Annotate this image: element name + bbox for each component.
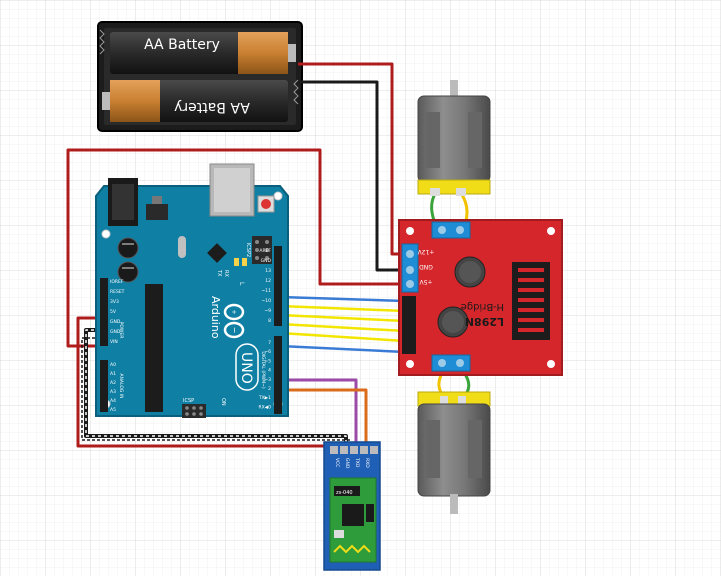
analog-pin-label: A4 <box>110 398 116 404</box>
svg-text:−: − <box>230 327 239 334</box>
bluetooth-module[interactable]: VCC GND TXD RXD zs-040 <box>323 441 381 571</box>
arduino-logo: + − <box>223 303 245 339</box>
analog-header-label: ANALOG IN <box>118 373 124 398</box>
wire-battery-negative[interactable] <box>298 80 405 272</box>
battery-pack[interactable]: AA Battery AA Battery <box>97 21 303 132</box>
digital-pin-label: AREF <box>259 248 271 254</box>
tx-label: TX <box>216 269 222 277</box>
power-pin-label: 3V3 <box>110 299 119 305</box>
driver-subtitle-label: H-Bridge <box>461 301 504 312</box>
digital-pin-label: ~11 <box>262 288 272 294</box>
driver-power-label: +12V <box>417 248 435 255</box>
wire-pin8[interactable] <box>279 331 406 343</box>
svg-text:+: + <box>230 309 237 314</box>
digital-pin-label: ~9 <box>264 308 271 314</box>
arduino-uno-board[interactable]: ICSP2 TX RX L + − Arduino UNO ON ICSP <box>95 163 289 418</box>
motor-b-terminal <box>431 354 471 372</box>
analog-pin-label: A2 <box>110 380 116 386</box>
power-pin-label: IOREF <box>110 279 124 285</box>
wire-5v-loop[interactable] <box>66 148 405 348</box>
bt-pin-label: VCC <box>334 458 340 467</box>
bt-antenna <box>333 544 371 554</box>
power-pin-label: RESET <box>110 289 125 295</box>
analog-pin-label: A5 <box>110 407 116 413</box>
analog-pin-label: A1 <box>110 371 116 377</box>
bt-chip-label: zs-040 <box>336 490 353 496</box>
analog-pin-label: A0 <box>110 362 116 368</box>
digital-pin-label: 13 <box>265 268 271 274</box>
battery-bottom-label: AA Battery <box>174 99 250 115</box>
power-pin-label: VIN <box>110 339 118 345</box>
digital-pin-label: 7 <box>268 340 271 346</box>
bt-pin-labels: VCC GND TXD RXD <box>334 457 370 469</box>
power-pin-label: 5V <box>110 309 117 315</box>
wire-pin11[interactable] <box>279 304 406 313</box>
l-label: L <box>238 282 245 286</box>
motor-a-terminal <box>431 221 471 239</box>
icsp2-label: ICSP2 <box>245 243 251 257</box>
heatsink <box>512 262 550 340</box>
icsp2-header: ICSP2 <box>245 236 272 264</box>
digital-pin-label: ~6 <box>264 349 271 355</box>
analog-pin-label: A3 <box>110 389 116 395</box>
driver-power-label: GND <box>419 263 433 270</box>
digital-header-label: DIGITAL (PWM~) <box>260 351 266 389</box>
power-pin-labels: IOREF RESET 3V3 5V GND GND VIN <box>110 279 125 345</box>
driver-power-label: +5V <box>419 278 433 285</box>
dc-motor-top[interactable] <box>417 80 491 196</box>
icsp-header: ICSP <box>182 398 206 418</box>
digital-pin-label: 4 <box>268 368 271 374</box>
wire-pin9[interactable] <box>279 322 406 333</box>
dc-motor-bottom[interactable] <box>417 391 491 514</box>
analog-header <box>100 360 108 412</box>
bt-pin-label: TXD <box>354 457 360 468</box>
battery-cell-top: AA Battery <box>110 32 296 74</box>
l298n-driver-board[interactable]: +12V GND +5V L298N H-Bridge <box>398 219 563 376</box>
digital-pin-label: ~5 <box>264 358 271 364</box>
digital-pin-label: 12 <box>265 278 271 284</box>
rx-label: RX <box>223 270 229 277</box>
digital-header-high <box>274 246 282 326</box>
wire-pin10[interactable] <box>279 313 406 323</box>
uno-label-group: UNO <box>235 343 259 391</box>
arduino-brand-label: Arduino <box>209 296 222 339</box>
bt-pin-label: RXD <box>364 458 370 468</box>
on-label: ON <box>220 398 226 406</box>
digital-pin-labels: AREF GND 13 12 ~11 ~10 ~9 8 7 ~6 ~5 4 ~3 2TX▶1RX◀0 <box>258 248 272 410</box>
icsp-label: ICSP <box>183 398 194 404</box>
digital-pin-label: ~3 <box>264 377 271 383</box>
wire-pin7[interactable] <box>279 344 406 354</box>
digital-pin-label: 2 <box>268 386 271 392</box>
driver-power-labels: +12V GND +5V <box>417 248 435 285</box>
driver-name-label: L298N <box>465 315 504 328</box>
digital-pin-label: TX▶1 <box>258 395 271 401</box>
digital-pin-label: ~10 <box>262 298 272 304</box>
power-header-label: POWER <box>118 322 124 339</box>
battery-top-label: AA Battery <box>144 37 220 53</box>
wire-bt-rxd[interactable] <box>280 388 368 452</box>
bt-pin-label: GND <box>344 458 350 469</box>
power-pin-label: GND <box>110 319 121 325</box>
power-header <box>100 278 108 346</box>
digital-pin-label: RX◀0 <box>258 404 271 410</box>
wire-pin12[interactable] <box>279 295 406 303</box>
wire-bt-txd[interactable] <box>280 378 358 452</box>
atmega-chip <box>145 284 163 412</box>
driver-control-header <box>402 296 416 354</box>
digital-pin-label: 8 <box>268 318 271 324</box>
uno-label: UNO <box>238 352 254 384</box>
digital-header-low <box>274 336 282 414</box>
digital-pin-label: GND <box>261 258 272 264</box>
power-pin-label: GND <box>110 329 121 335</box>
battery-cell-bottom: AA Battery <box>102 80 288 122</box>
